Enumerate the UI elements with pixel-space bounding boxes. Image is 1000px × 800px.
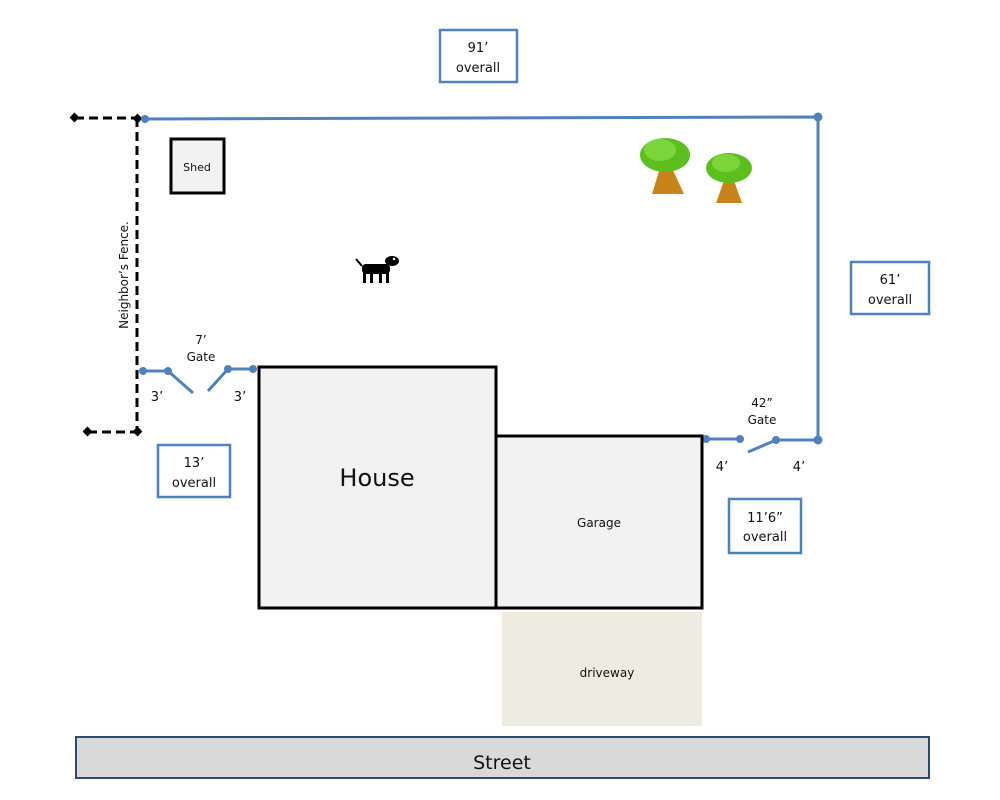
top-overall-label: 91’ overall (438, 28, 519, 84)
left-gate-label: Gate (187, 350, 216, 364)
label-suffix: overall (868, 293, 912, 308)
garage: Garage (494, 434, 704, 610)
label-value: 13’ (184, 456, 205, 471)
garage-label: Garage (577, 516, 621, 530)
left-gate-right-segment: 3’ (234, 390, 246, 405)
gate-side-overall-label: 11’6” overall (727, 497, 803, 555)
house-label: House (339, 464, 414, 492)
label-suffix: overall (743, 530, 787, 545)
label-value: 91’ (468, 41, 489, 56)
street-label: Street (473, 752, 531, 774)
fence-posts (139, 112, 823, 445)
tree-icon (706, 153, 752, 203)
label-suffix: overall (456, 61, 500, 76)
right-gate-width: 42” (751, 396, 773, 410)
left-gate-left-segment: 3’ (151, 390, 163, 405)
label-value: 11’6” (747, 511, 783, 526)
shed: Shed (169, 137, 226, 195)
neighbor-fence (75, 116, 139, 434)
right-overall-label: 61’ overall (849, 260, 931, 316)
dog-icon (355, 256, 399, 283)
street: Street (75, 736, 930, 779)
neighbor-fence-label: Neighbor’s Fence. (117, 221, 131, 329)
fence (142, 115, 820, 454)
driveway-label: driveway (580, 666, 635, 680)
left-overall-label: 13’ overall (156, 443, 232, 499)
left-gate-width: 7’ (195, 333, 206, 347)
right-gate-left-segment: 4’ (716, 460, 728, 475)
driveway: driveway (502, 612, 702, 726)
right-gate-right-segment: 4’ (793, 460, 805, 475)
label-value: 61’ (880, 273, 901, 288)
right-gate-label: Gate (748, 413, 777, 427)
neighbor-fence-posts (69, 112, 143, 437)
tree-icon (640, 138, 690, 194)
label-suffix: overall (172, 476, 216, 491)
shed-label: Shed (183, 161, 211, 174)
house: House (257, 365, 498, 610)
